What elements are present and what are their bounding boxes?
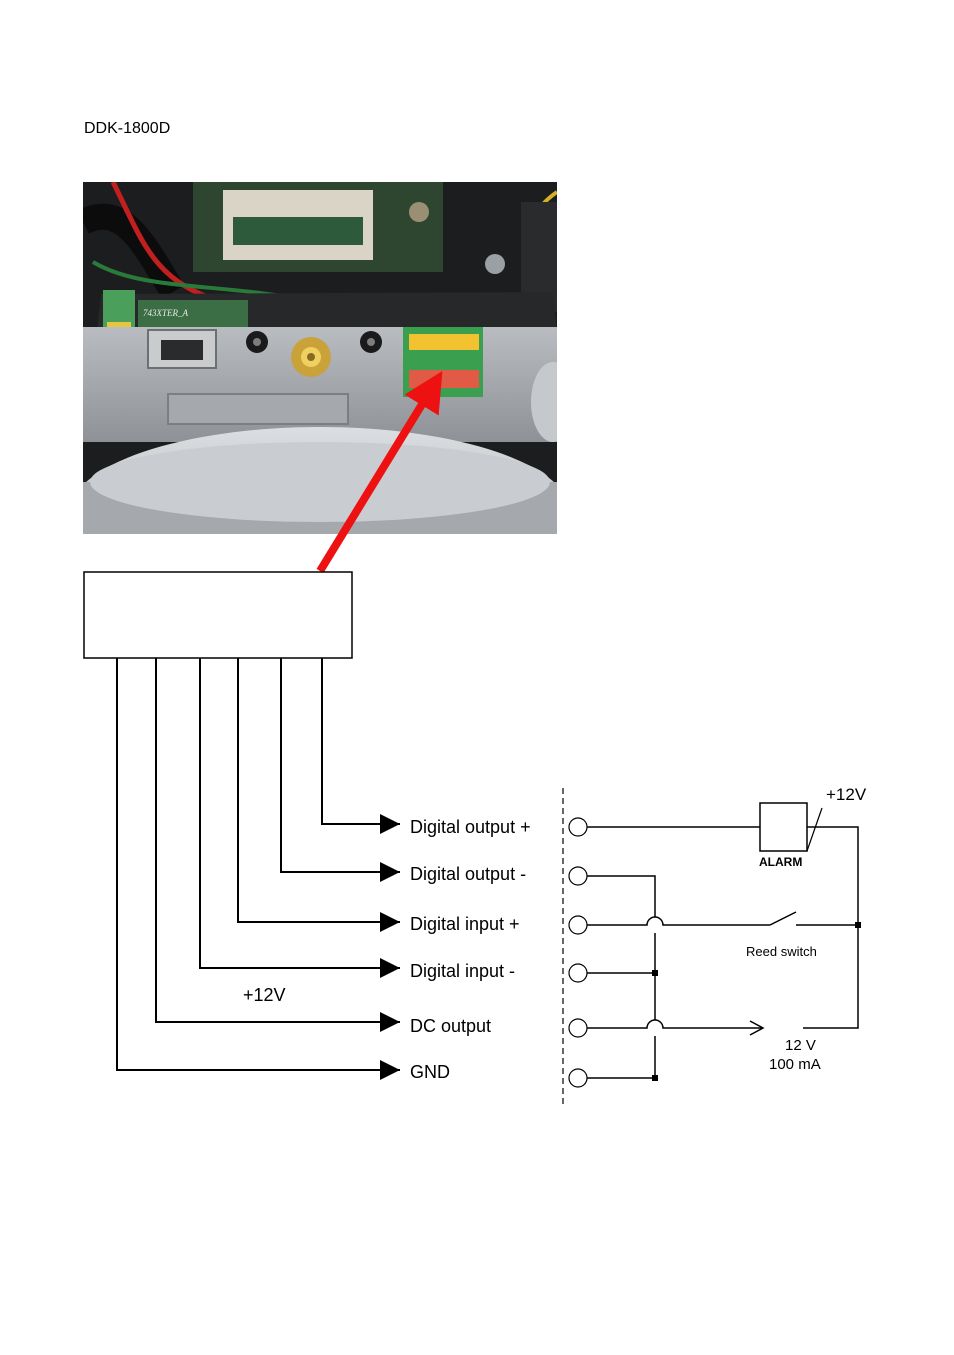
terminal-circle [568, 1068, 588, 1088]
wire-digital-input-plus [237, 658, 400, 932]
terminal-circle [568, 1018, 588, 1038]
screw [485, 254, 505, 274]
document-title: DDK-1800D [84, 120, 171, 137]
wire-gnd [116, 658, 400, 1080]
alarm-supply-lead [806, 807, 823, 852]
terminal-label-gnd: GND [410, 1062, 450, 1082]
pointer-arrow [316, 370, 443, 574]
rating-current: 100 mA [769, 1056, 821, 1073]
connector-box [83, 571, 353, 659]
terminal-label-digital-input-plus: Digital input + [410, 914, 520, 934]
dc-output-arrow [749, 1020, 765, 1036]
terminal-circle [568, 866, 588, 886]
dc-voltage-label: +12V [243, 985, 286, 1005]
junction-dot [652, 1075, 658, 1081]
terminal-circle [568, 817, 588, 837]
wire-digital-input-minus [199, 658, 400, 978]
wire-dc-output [155, 658, 400, 1032]
interface-board [138, 300, 248, 330]
screw [409, 202, 429, 222]
wire-digital-output-plus [321, 658, 400, 834]
terminal-label-digital-input-minus: Digital input - [410, 961, 515, 981]
terminal-circle [568, 915, 588, 935]
terminal-label-dc-output: DC output [410, 1016, 491, 1036]
wire-dc-output-external [587, 1019, 762, 1029]
terminal-label-digital-output-minus: Digital output - [410, 864, 526, 884]
photo-illustration: 743XTER_A [83, 182, 557, 534]
camera-interior-photo: 743XTER_A [83, 182, 557, 534]
dome-rim [90, 442, 550, 522]
junction-dot [855, 922, 861, 928]
minus-bus-upper [587, 875, 656, 917]
upper-module-board [233, 217, 363, 245]
minus-bus-lower [587, 1036, 656, 1079]
alarm-label: ALARM [759, 855, 802, 869]
terminal-label-digital-output-plus: Digital output + [410, 817, 531, 837]
cable-black [83, 203, 185, 299]
terminal-circle [568, 963, 588, 983]
wire-to-reed-switch [587, 916, 770, 926]
ethernet-socket [161, 340, 203, 360]
alarm-return-loop [803, 826, 859, 1029]
junction-dot [652, 970, 658, 976]
alarm-supply-label: +12V [826, 785, 867, 804]
lens-edge [531, 362, 557, 442]
tray-recess [167, 393, 349, 425]
board-marking: 743XTER_A [143, 308, 188, 318]
rating-voltage: 12 V [785, 1037, 816, 1054]
reed-switch-contact [769, 911, 797, 926]
alarm-device [759, 802, 808, 852]
reed-switch-label: Reed switch [746, 944, 817, 959]
wire-digital-output-minus [280, 658, 400, 882]
